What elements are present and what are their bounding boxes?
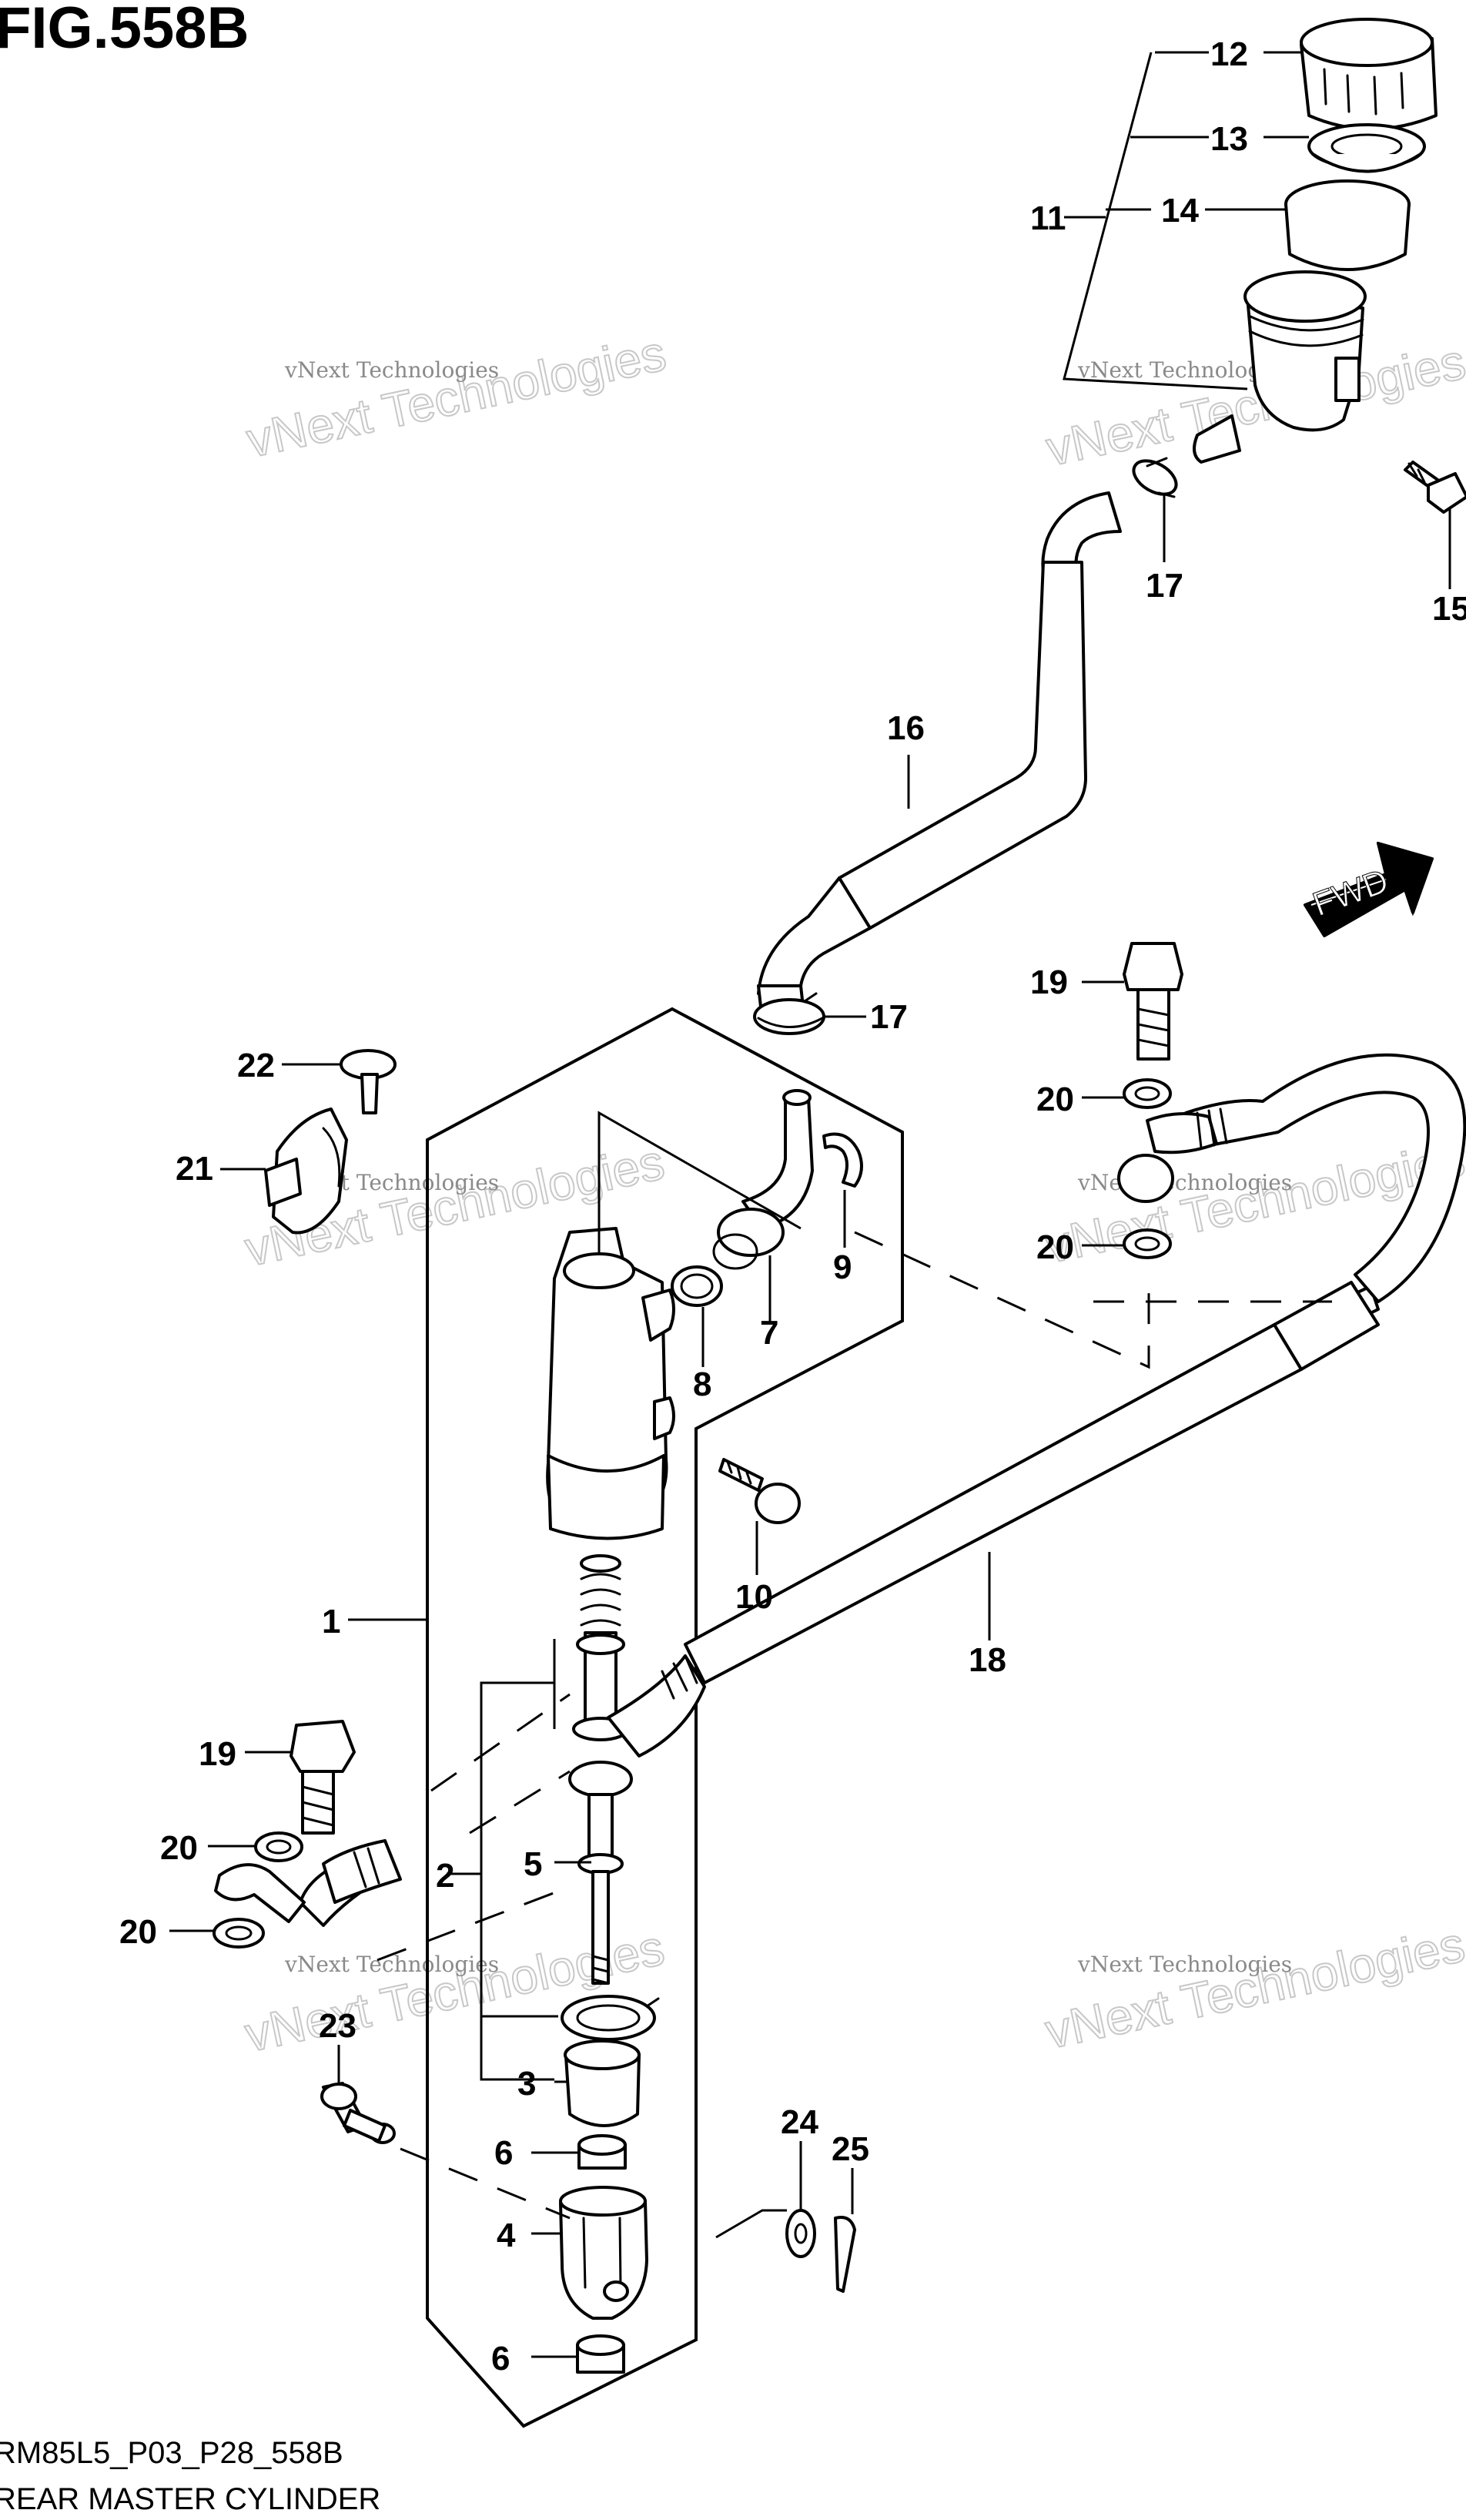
callout-20-bottom-1: 20 — [160, 1829, 198, 1867]
hose-clamp-17-top — [1132, 457, 1178, 498]
callout-7: 7 — [760, 1314, 778, 1352]
reservoir-cap-12 — [1300, 18, 1438, 131]
fwd-arrow: FWD — [1303, 841, 1434, 938]
washer-20-bottom-1 — [254, 1831, 303, 1862]
callout-4: 4 — [497, 2217, 516, 2254]
callout-6-top: 6 — [494, 2134, 513, 2172]
clevis-4 — [559, 2186, 648, 2320]
circlip-9 — [822, 1132, 863, 1188]
callout-19-top: 19 — [1030, 963, 1068, 1001]
union-fitting — [1117, 1154, 1174, 1203]
bolt-15 — [1404, 461, 1466, 514]
callout-14: 14 — [1161, 192, 1199, 230]
watermark-small-4: vNext Technologies — [1077, 1170, 1292, 1195]
callout-19-bottom: 19 — [199, 1735, 236, 1773]
washer-24 — [785, 2209, 816, 2258]
callout-17-bottom: 17 — [870, 998, 908, 1036]
push-rod-5 — [568, 1761, 633, 1985]
nut-6-bottom — [576, 2334, 625, 2374]
screw-10 — [718, 1458, 801, 1524]
callout-20-top-2: 20 — [1036, 1228, 1074, 1266]
callout-21: 21 — [176, 1150, 213, 1188]
diaphragm-14 — [1284, 179, 1411, 271]
reservoir-body-11 — [1193, 270, 1367, 464]
diaphragm-plate-13 — [1307, 123, 1426, 173]
callout-8: 8 — [693, 1366, 711, 1403]
callout-9: 9 — [833, 1248, 852, 1286]
assembly-frame — [426, 1007, 904, 2428]
o-ring-8 — [671, 1265, 723, 1307]
hose-guide-21 — [264, 1108, 348, 1235]
washer-20-top-1 — [1123, 1078, 1172, 1109]
screw-22 — [340, 1049, 397, 1114]
footer-caption: REAR MASTER CYLINDER — [0, 2482, 380, 2516]
callout-20-top-1: 20 — [1036, 1081, 1074, 1118]
callout-2: 2 — [436, 1857, 454, 1895]
watermark-group: vNext Technologies vNext Technologies vN… — [239, 324, 1466, 2063]
pin-23 — [320, 2082, 396, 2144]
nut-6-top — [577, 2134, 627, 2170]
callout-22: 22 — [237, 1047, 275, 1084]
callout-20-bottom-2: 20 — [119, 1913, 157, 1951]
footer-code: RM85L5_P03_P28_558B — [0, 2436, 343, 2470]
callout-12: 12 — [1210, 35, 1248, 73]
watermark-big-1: vNext Technologies — [242, 325, 671, 468]
brake-hose-18 — [214, 1053, 1466, 1927]
callout-16: 16 — [887, 709, 925, 747]
master-cylinder-body-1 — [546, 1227, 675, 1540]
callout-24: 24 — [781, 2103, 818, 2141]
callout-1: 1 — [322, 1603, 340, 1640]
washer-20-top-2 — [1123, 1228, 1172, 1259]
cotter-pin-25 — [834, 2216, 856, 2293]
callout-23: 23 — [319, 2007, 356, 2045]
union-bolt-19-bottom — [290, 1720, 356, 1835]
callout-15: 15 — [1432, 590, 1466, 628]
callout-3: 3 — [517, 2065, 536, 2103]
callout-13: 13 — [1210, 120, 1248, 158]
circlip-ring — [561, 1995, 660, 2041]
figure-title: FIG.558B — [0, 0, 249, 61]
watermark-big-6: vNext Technologies — [1041, 1916, 1466, 2059]
union-bolt-19-top — [1123, 942, 1183, 1061]
spring — [580, 1554, 621, 1627]
callout-17-top: 17 — [1146, 567, 1183, 605]
callout-18: 18 — [969, 1641, 1006, 1679]
watermark-small-1: vNext Technologies — [284, 357, 499, 383]
leader-lines — [169, 51, 1451, 2358]
callout-labels: 12 13 14 11 15 17 16 17 19 20 20 22 21 9… — [119, 35, 1466, 2378]
callout-10: 10 — [735, 1578, 773, 1616]
watermark-small-6: vNext Technologies — [1077, 1952, 1292, 1977]
callout-5: 5 — [524, 1845, 542, 1883]
hose-joint-7 — [712, 1089, 814, 1270]
reservoir-hose-16 — [757, 491, 1122, 1028]
washer-20-bottom-2 — [213, 1918, 265, 1949]
boot-3 — [564, 2039, 641, 2127]
callout-11: 11 — [1030, 199, 1066, 237]
dashed-lines — [377, 1231, 1332, 2220]
callout-6-bottom: 6 — [491, 2340, 510, 2378]
callout-25: 25 — [832, 2130, 869, 2168]
